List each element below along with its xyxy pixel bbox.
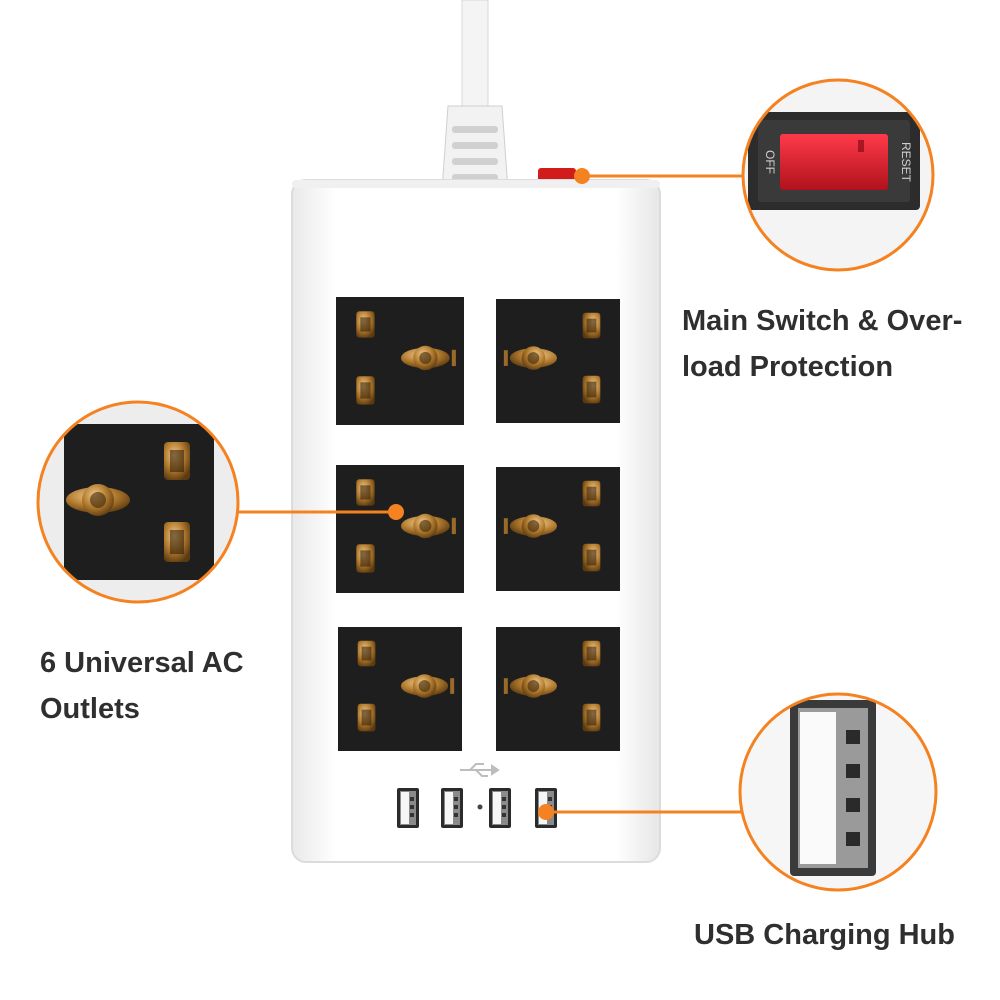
power-cord bbox=[441, 0, 509, 191]
usb-trident-icon bbox=[460, 763, 500, 777]
leader-dot-switch bbox=[574, 168, 590, 184]
outlet-3 bbox=[336, 465, 464, 593]
outlet-1 bbox=[336, 297, 464, 425]
switch-reset-marking: RESET bbox=[899, 142, 913, 183]
usb-callout-label: USB Charging Hub bbox=[694, 912, 994, 958]
usb-port-2 bbox=[441, 788, 463, 828]
outlet-6 bbox=[496, 627, 620, 751]
outlets-callout-label: 6 Universal AC Outlets bbox=[40, 640, 300, 732]
outlet-2 bbox=[496, 299, 620, 423]
usb-port-1 bbox=[397, 788, 419, 828]
outlet-5 bbox=[338, 627, 462, 751]
outlets-callout-line2: Outlets bbox=[40, 693, 140, 725]
switch-magnifier: OFF RESET bbox=[741, 78, 935, 272]
switch-callout-line1: Main Switch & Over- bbox=[682, 305, 963, 337]
usb-callout-line1: USB Charging Hub bbox=[694, 919, 955, 951]
leader-dot-outlet bbox=[388, 504, 404, 520]
switch-callout-label: Main Switch & Over- load Protection bbox=[682, 298, 997, 390]
switch-off-marking: OFF bbox=[763, 150, 777, 174]
callout-leaders bbox=[238, 174, 744, 814]
outlets-callout-line1: 6 Universal AC bbox=[40, 647, 244, 679]
outlet-magnifier bbox=[36, 400, 240, 604]
usb-magnifier bbox=[738, 692, 938, 892]
usb-port-3 bbox=[489, 788, 511, 828]
switch-callout-line2: load Protection bbox=[682, 351, 894, 383]
outlet-4 bbox=[496, 467, 620, 591]
leader-dot-usb bbox=[538, 804, 554, 820]
